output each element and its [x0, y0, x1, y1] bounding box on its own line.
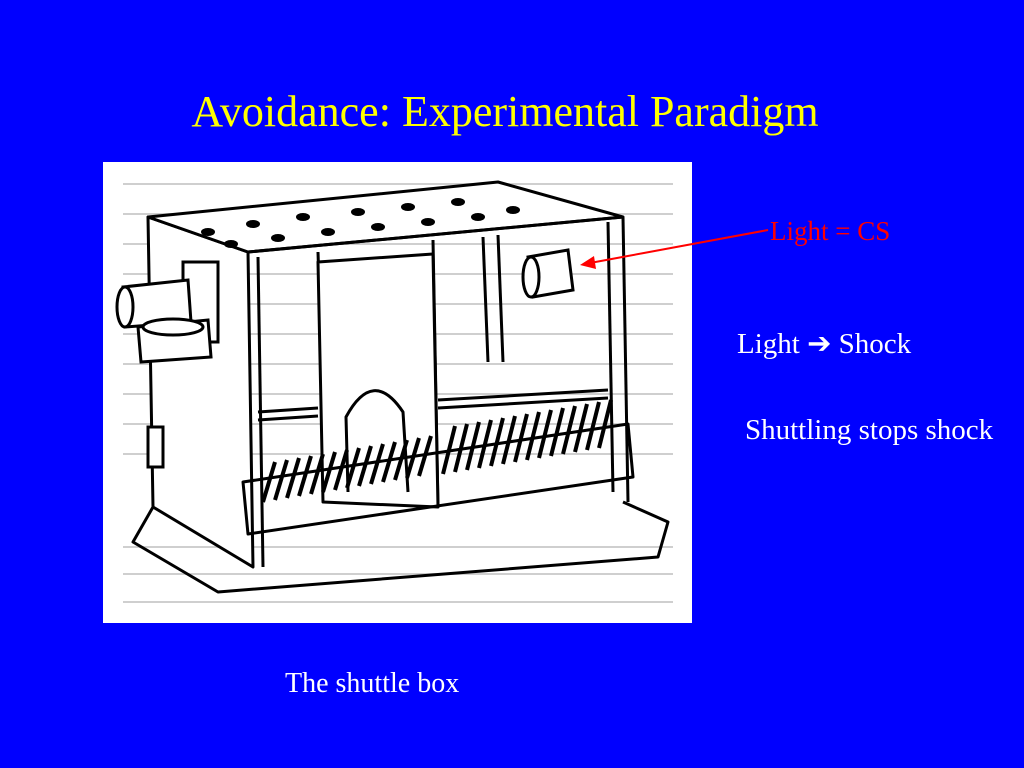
- right-arrow-icon: ➔: [807, 328, 832, 360]
- shuttle-box-drawing: [115, 180, 673, 603]
- light-shock-after: Shock: [831, 328, 912, 360]
- slide-title: Avoidance: Experimental Paradigm: [191, 87, 819, 136]
- light-cs-label: Light = CS: [770, 216, 891, 246]
- figure-caption: The shuttle box: [285, 668, 460, 699]
- shuttle-box-figure: [103, 162, 692, 623]
- light-shock-before: Light: [737, 328, 808, 360]
- shuttling-stops-shock-label: Shuttling stops shock: [745, 414, 994, 446]
- light-shock-label: Light ➔ Shock: [737, 326, 911, 361]
